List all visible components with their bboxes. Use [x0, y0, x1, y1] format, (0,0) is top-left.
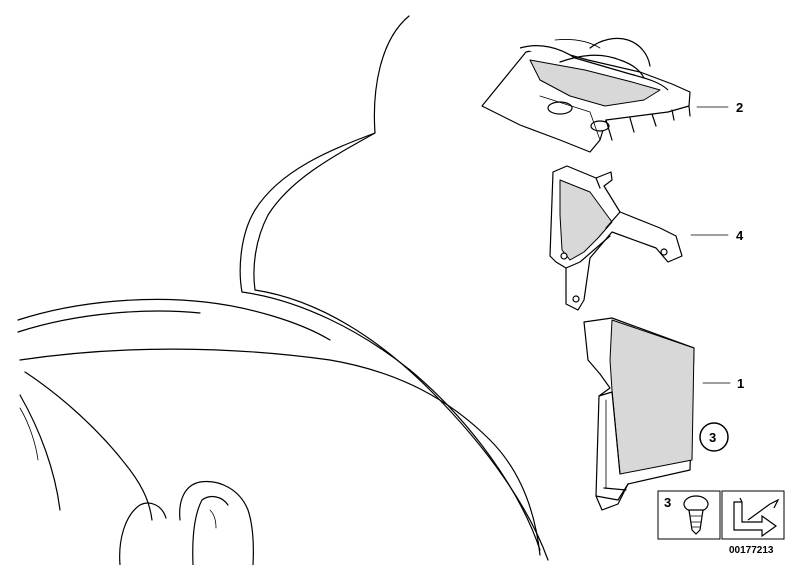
vehicle-body-outline [17, 15, 549, 565]
callouts: 2 4 1 3 [690, 100, 744, 452]
callout-1: 1 [737, 376, 744, 391]
callout-3-circle [699, 422, 729, 452]
callout-4: 4 [736, 228, 744, 243]
part-4-bracket [549, 165, 683, 311]
part-1-housing [583, 317, 695, 511]
callout-2: 2 [736, 100, 743, 115]
legend-box-right [721, 490, 785, 540]
legend: 3 00177213 [657, 490, 785, 556]
clip-fastener-icon [683, 495, 709, 535]
part-2-cover-tray [481, 37, 691, 153]
diagram-id: 00177213 [729, 545, 774, 556]
legend-item-number: 3 [664, 495, 671, 510]
callout-3: 3 [709, 430, 716, 445]
right-angle-arrow-icon [733, 497, 780, 538]
